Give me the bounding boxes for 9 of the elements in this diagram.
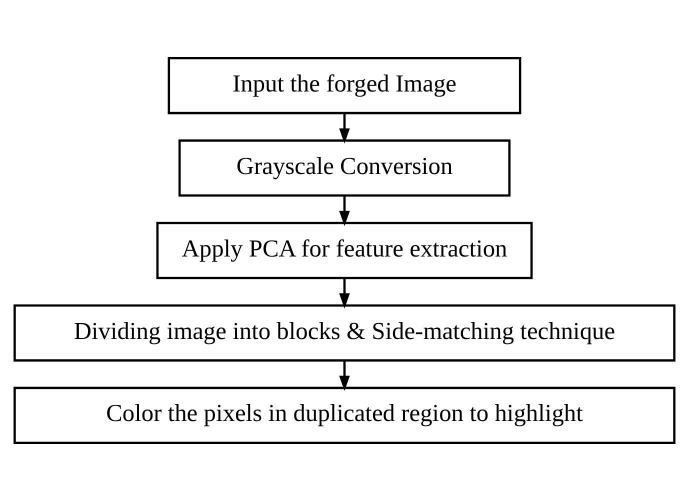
arrow [339, 196, 350, 226]
arrow [339, 278, 350, 309]
arrow [339, 113, 350, 144]
node-box: Grayscale Conversion [178, 139, 511, 197]
node-box: Apply PCA for feature extraction [156, 222, 533, 280]
node-box: Dividing image into blocks & Side-matching technique [14, 304, 676, 362]
node-box: Input the forged Image [168, 56, 522, 114]
node-box: Color the pixels in duplicated region to highlight [14, 386, 676, 444]
arrow [339, 360, 350, 392]
